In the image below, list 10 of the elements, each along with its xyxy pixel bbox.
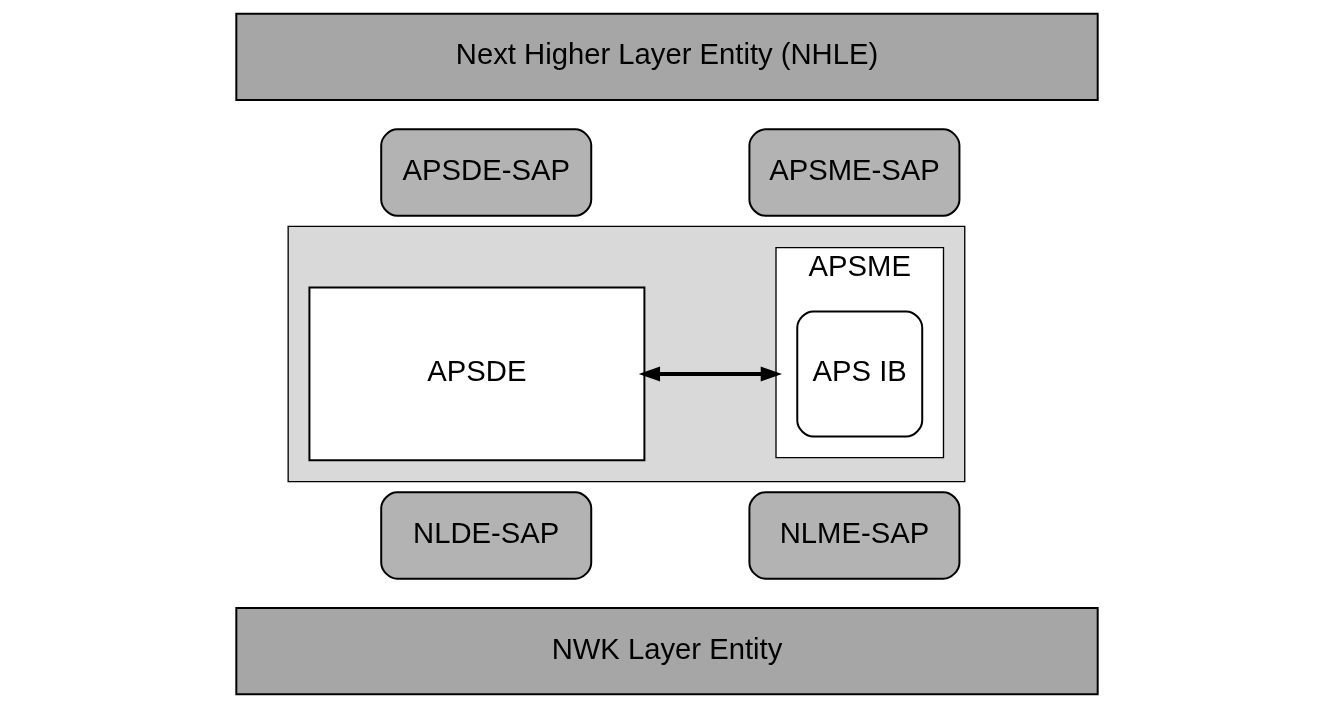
- node-box: APSDE: [307, 286, 645, 462]
- node-box: NLME-SAP: [747, 491, 960, 580]
- cluster: [287, 225, 965, 483]
- node-box: Next Higher Layer Entity (NHLE): [234, 12, 1099, 102]
- arrow: [638, 366, 782, 382]
- node-box: APSDE-SAP: [379, 128, 592, 217]
- node-box: NLDE-SAP: [379, 491, 592, 580]
- node-box: NWK Layer Entity: [234, 606, 1099, 696]
- node-box: APSME-SAP: [747, 128, 960, 217]
- node-box: APS IB: [795, 310, 923, 438]
